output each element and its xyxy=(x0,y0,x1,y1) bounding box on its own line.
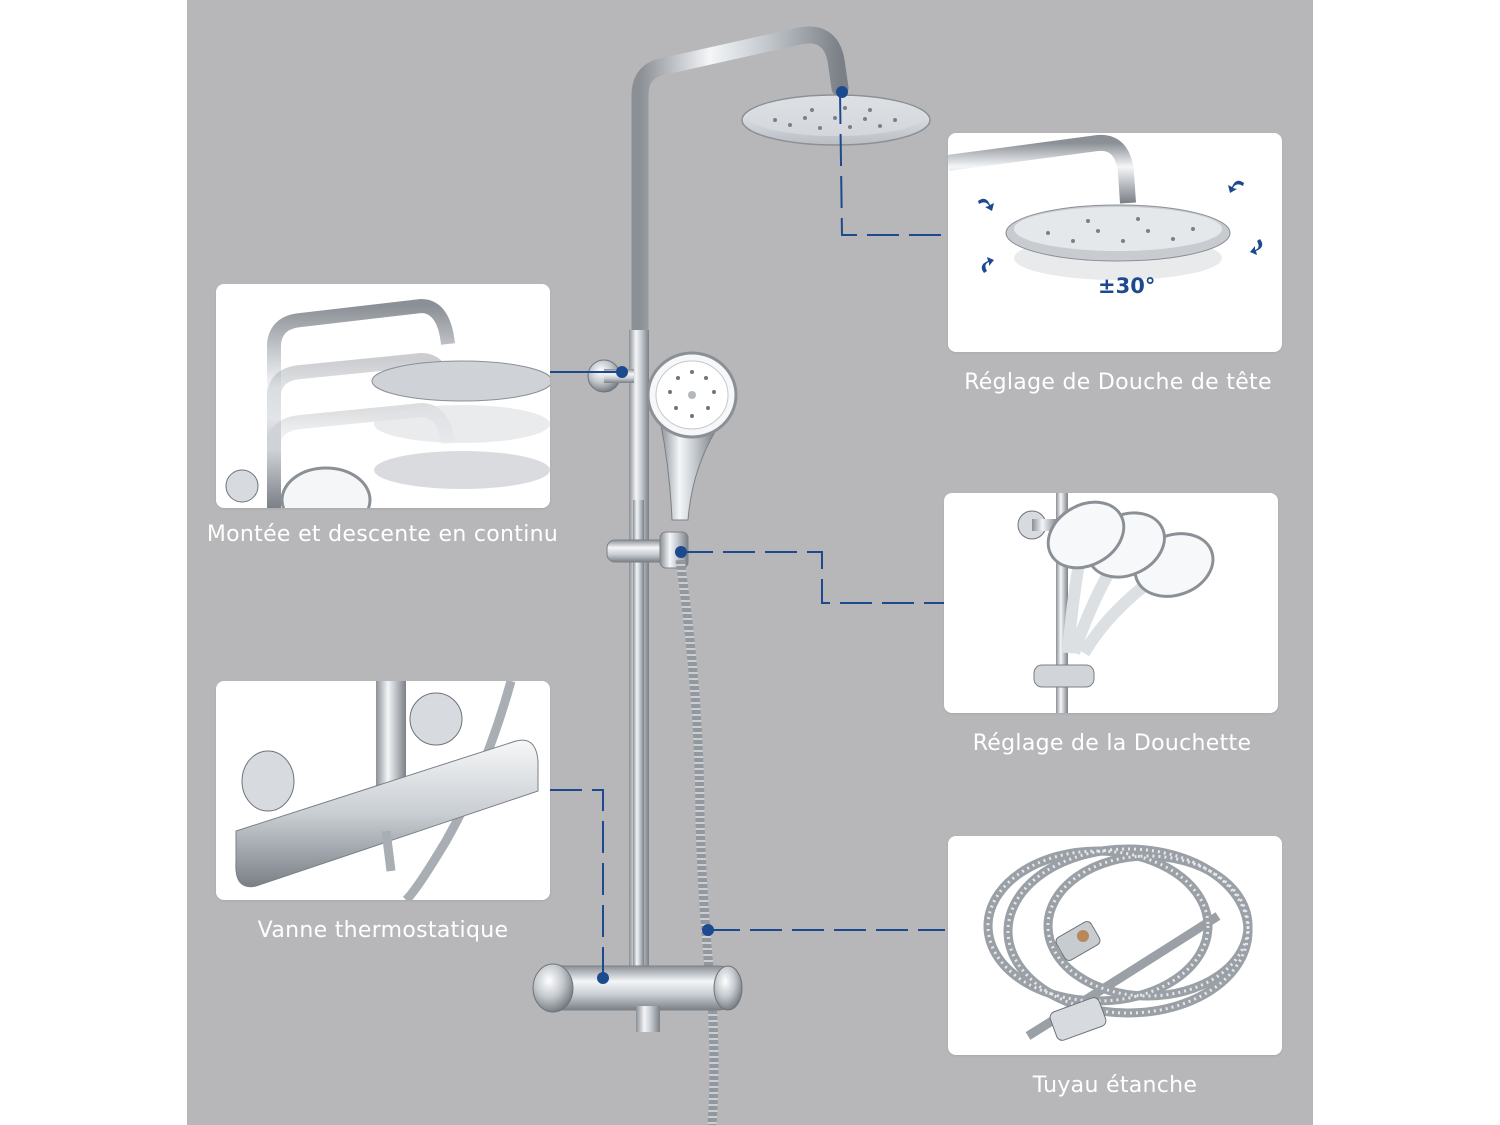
callout-line-valve xyxy=(550,789,604,978)
handset-handle xyxy=(659,419,717,521)
tilt-angle-label: ±30° xyxy=(1098,274,1156,298)
card-head-adjust: ±30° xyxy=(948,133,1282,352)
valve-illustration xyxy=(235,681,539,900)
card-height-adjust xyxy=(216,284,550,508)
card-hose xyxy=(948,836,1282,1055)
caption-handset-adjust: Réglage de la Douchette xyxy=(972,731,1252,756)
card-valve xyxy=(216,681,550,900)
callout-line-head xyxy=(839,91,945,236)
caption-valve: Vanne thermostatique xyxy=(257,918,509,943)
callout-line-handset xyxy=(681,551,945,604)
height-adjust-illustration xyxy=(225,298,550,508)
hose-illustration xyxy=(983,844,1253,1041)
head-tilt-illustration xyxy=(948,134,1263,280)
caption-hose: Tuyau étanche xyxy=(1032,1073,1198,1098)
caption-height-adjust: Montée et descente en continu xyxy=(206,522,559,547)
rotation-arrows-icon xyxy=(978,180,1263,273)
handset-adjust-illustration xyxy=(1017,493,1215,713)
shower-arm xyxy=(631,26,849,349)
hose xyxy=(675,559,719,1125)
slider-clamp xyxy=(606,539,668,563)
card-handset-adjust xyxy=(944,493,1278,713)
caption-head-adjust: Réglage de Douche de tête xyxy=(964,370,1272,395)
